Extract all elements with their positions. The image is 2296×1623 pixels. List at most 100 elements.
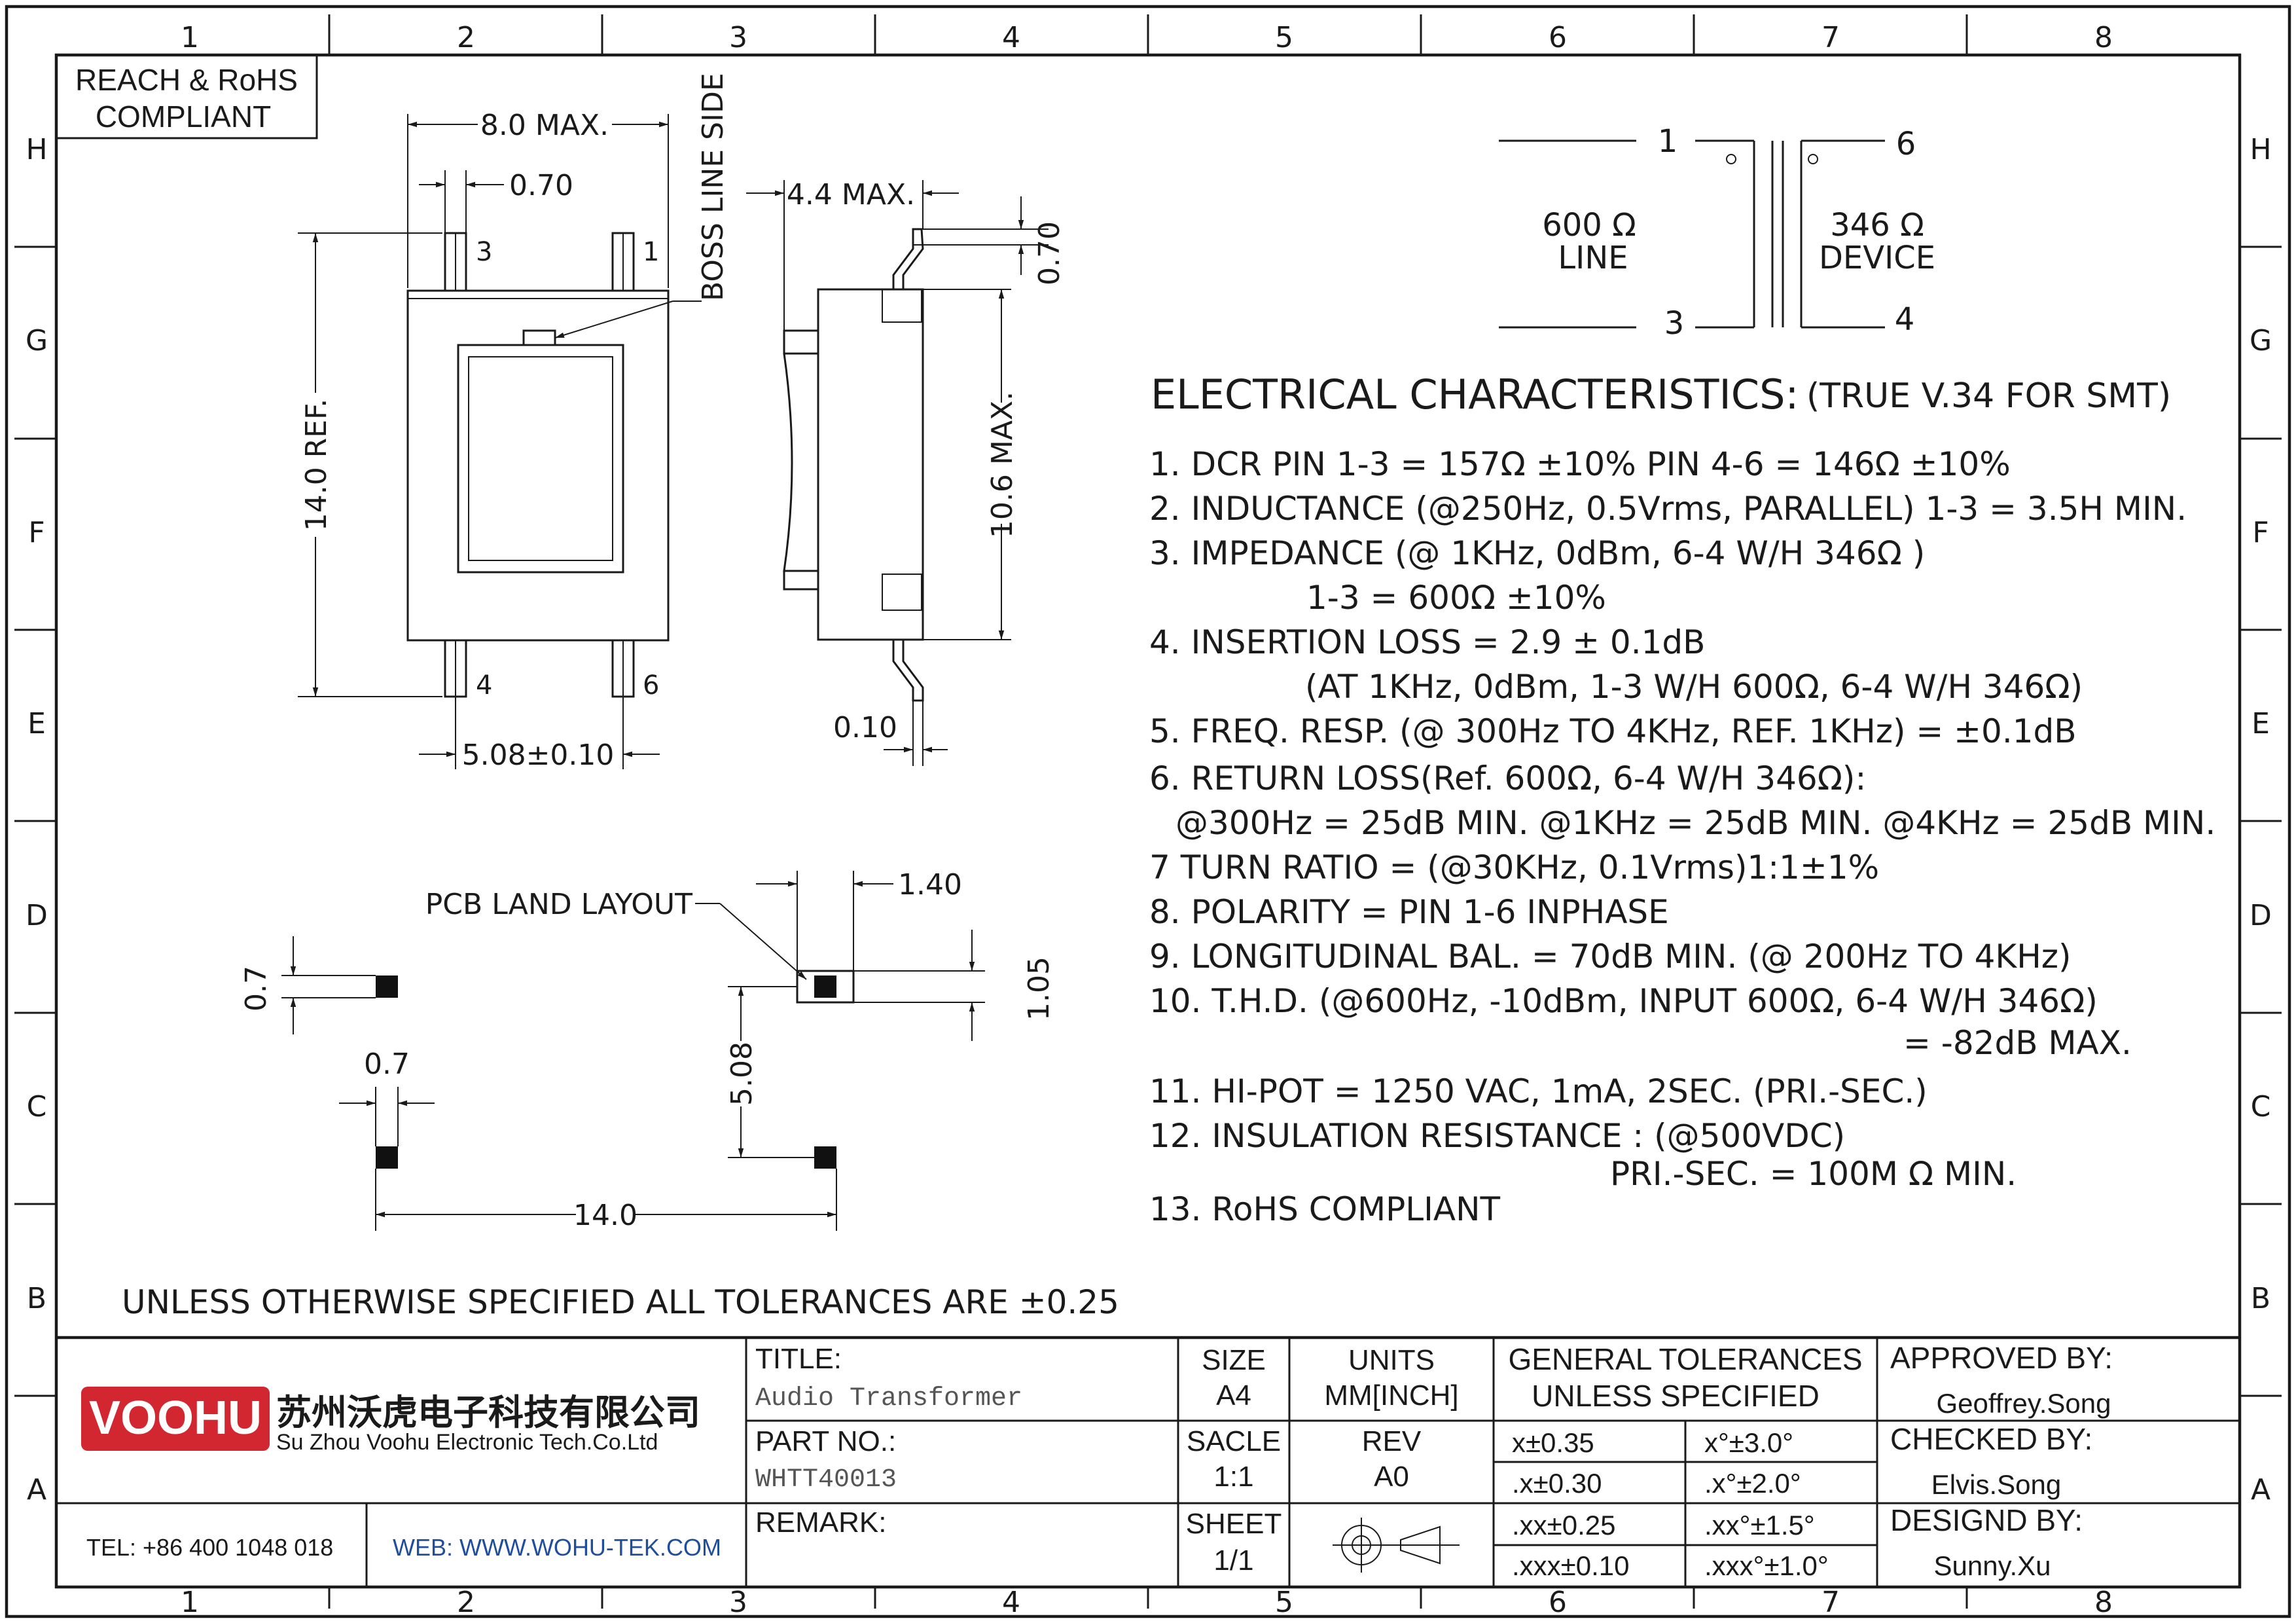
tolerance-cell: .xxx±0.10 [1512, 1550, 1629, 1581]
spec-line: 12. INSULATION RESISTANCE : (@500VDC) [1149, 1117, 1845, 1155]
schematic-pin: 1 [1658, 123, 1678, 160]
rev-value: A0 [1374, 1461, 1409, 1493]
size-value: A4 [1216, 1379, 1251, 1412]
zone-row-label: D [2250, 899, 2272, 932]
zone-col-label: 4 [1002, 21, 1020, 54]
boss-marker [522, 329, 556, 346]
zone-col-label: 1 [181, 21, 199, 54]
zone-col-label: 3 [729, 1586, 747, 1619]
zone-row-labels: H G F E D C B A H G F E D C B A [26, 133, 2272, 1506]
spec-line: 2. INDUCTANCE (@250Hz, 0.5Vrms, PARALLEL… [1149, 490, 2187, 528]
spec-line: = -82dB MAX. [1903, 1024, 2132, 1062]
remark-label: REMARK: [755, 1506, 886, 1539]
zone-row-label: G [2250, 324, 2272, 357]
tolerance-cell: x±0.35 [1512, 1427, 1594, 1458]
zone-row-label: H [2250, 133, 2271, 166]
size-label: SIZE [1202, 1344, 1266, 1376]
spec-line: @300Hz = 25dB MIN. @1KHz = 25dB MIN. @4K… [1175, 804, 2215, 842]
land-pad [814, 1146, 836, 1169]
zone-col-label: 6 [1549, 21, 1567, 54]
title-label: TITLE: [755, 1343, 842, 1375]
zone-row-label: E [2251, 707, 2270, 740]
pin-label: 1 [643, 237, 659, 267]
zone-row-label: H [26, 133, 47, 166]
zone-col-label: 1 [181, 1586, 199, 1619]
part-no-value: WHTT40013 [755, 1465, 897, 1495]
zone-row-label: F [28, 516, 45, 549]
pin-label: 4 [476, 670, 492, 701]
zone-row-label: C [2251, 1090, 2271, 1123]
zone-row-label: D [26, 899, 48, 932]
tolerance-cell: .xxx°±1.0° [1704, 1550, 1829, 1581]
electrical-heading: ELECTRICAL CHARACTERISTICS: [1151, 371, 1799, 418]
dim-lead-thickness: 0.70 [1033, 221, 1066, 285]
spec-line: PRI.-SEC. = 100M Ω MIN. [1610, 1155, 2017, 1193]
web-link: WEB: WWW.WOHU-TEK.COM [393, 1534, 721, 1561]
dim-pad-spacing: 1.40 [898, 868, 962, 902]
dim-pitch-h: 14.0 [573, 1199, 637, 1232]
voohu-logo [81, 1387, 270, 1451]
electrical-characteristics: ELECTRICAL CHARACTERISTICS: (TRUE V.34 F… [1149, 371, 2215, 1228]
spec-line: 13. RoHS COMPLIANT [1149, 1190, 1500, 1228]
dim-pitch: 5.08±0.10 [462, 739, 615, 772]
title-block: VOOHU 苏州沃虎电子科技有限公司 Su Zhou Voohu Electro… [56, 1336, 2240, 1587]
designed-value: Sunny.Xu [1933, 1550, 2051, 1581]
gt-label: GENERAL TOLERANCES [1508, 1342, 1862, 1376]
spec-line: 3. IMPEDANCE (@ 1KHz, 0dBm, 6-4 W/H 346Ω… [1149, 534, 1925, 572]
tolerance-cell: x°±3.0° [1704, 1427, 1793, 1458]
gt-label: UNLESS SPECIFIED [1532, 1379, 1820, 1413]
dim-side-height: 10.6 MAX. [986, 392, 1019, 538]
zone-row-label: C [27, 1090, 47, 1123]
zone-row-label: A [27, 1473, 46, 1506]
zone-col-label: 2 [457, 1586, 475, 1619]
units-label: UNITS [1348, 1344, 1435, 1376]
spec-line: 1-3 = 600Ω ±10% [1306, 579, 1606, 617]
zone-col-label: 8 [2094, 1586, 2113, 1619]
title-value: Audio Transformer [755, 1384, 1022, 1413]
part-no-label: PART NO.: [755, 1425, 896, 1457]
sheet-label: SHEET [1186, 1508, 1282, 1540]
core-window [457, 344, 624, 574]
spec-line: 8. POLARITY = PIN 1-6 INPHASE [1149, 893, 1669, 931]
zone-row-label: A [2251, 1473, 2270, 1506]
dim-width: 8.0 MAX. [480, 109, 609, 142]
spec-line: 6. RETURN LOSS(Ref. 600Ω, 6-4 W/H 346Ω): [1149, 759, 1866, 797]
compliance-line: REACH & RoHS [75, 63, 298, 97]
tel: TEL: +86 400 1048 018 [86, 1534, 333, 1561]
electrical-heading-note: (TRUE V.34 FOR SMT) [1806, 376, 2171, 416]
dim-pad-v: 0.7 [240, 966, 273, 1012]
zone-column-labels: 1 2 3 4 5 6 7 8 1 2 3 4 5 6 7 8 [181, 21, 2113, 1619]
spec-line: 11. HI-POT = 1250 VAC, 1mA, 2SEC. (PRI.-… [1149, 1072, 1928, 1110]
land-pad [376, 976, 398, 998]
zone-col-label: 7 [1821, 1586, 1840, 1619]
dim-pad-h: 0.7 [364, 1048, 410, 1081]
tolerance-note: UNLESS OTHERWISE SPECIFIED ALL TOLERANCE… [122, 1283, 1119, 1321]
zone-column-dividers [328, 14, 1968, 1609]
line-label: LINE [1558, 240, 1628, 276]
zone-row-label: G [26, 324, 48, 357]
device-impedance: 346 Ω [1830, 207, 1924, 244]
zone-col-label: 5 [1275, 21, 1293, 54]
tolerance-cell: .xx°±1.5° [1704, 1510, 1815, 1541]
pin-label: 6 [643, 670, 659, 701]
zone-col-label: 2 [457, 21, 475, 54]
projection-symbol-icon [1333, 1518, 1460, 1573]
spec-line: 5. FREQ. RESP. (@ 300Hz TO 4KHz, REF. 1K… [1149, 712, 2077, 750]
tolerance-cell: .x°±2.0° [1704, 1468, 1801, 1499]
zone-col-label: 8 [2094, 21, 2113, 54]
units-value: MM[INCH] [1324, 1379, 1458, 1412]
pin-label: 3 [476, 237, 492, 267]
zone-row-label: B [2251, 1282, 2270, 1315]
approved-label: APPROVED BY: [1890, 1341, 2113, 1375]
dim-pitch-v: 5.08 [725, 1042, 759, 1106]
spec-line: 7 TURN RATIO = (@30KHz, 0.1Vrms)1:1±1% [1149, 848, 1879, 886]
schematic-pin: 4 [1895, 301, 1915, 338]
tolerance-cell: .x±0.30 [1512, 1468, 1602, 1499]
designed-label: DESIGND BY: [1890, 1503, 2083, 1537]
land-pad [814, 976, 836, 998]
zone-row-label: B [27, 1282, 46, 1315]
dim-height: 14.0 REF. [300, 399, 333, 532]
spec-line: (AT 1KHz, 0dBm, 1-3 W/H 600Ω, 6-4 W/H 34… [1305, 668, 2083, 706]
scale-value: 1:1 [1213, 1461, 1253, 1493]
zone-row-label: E [27, 707, 46, 740]
